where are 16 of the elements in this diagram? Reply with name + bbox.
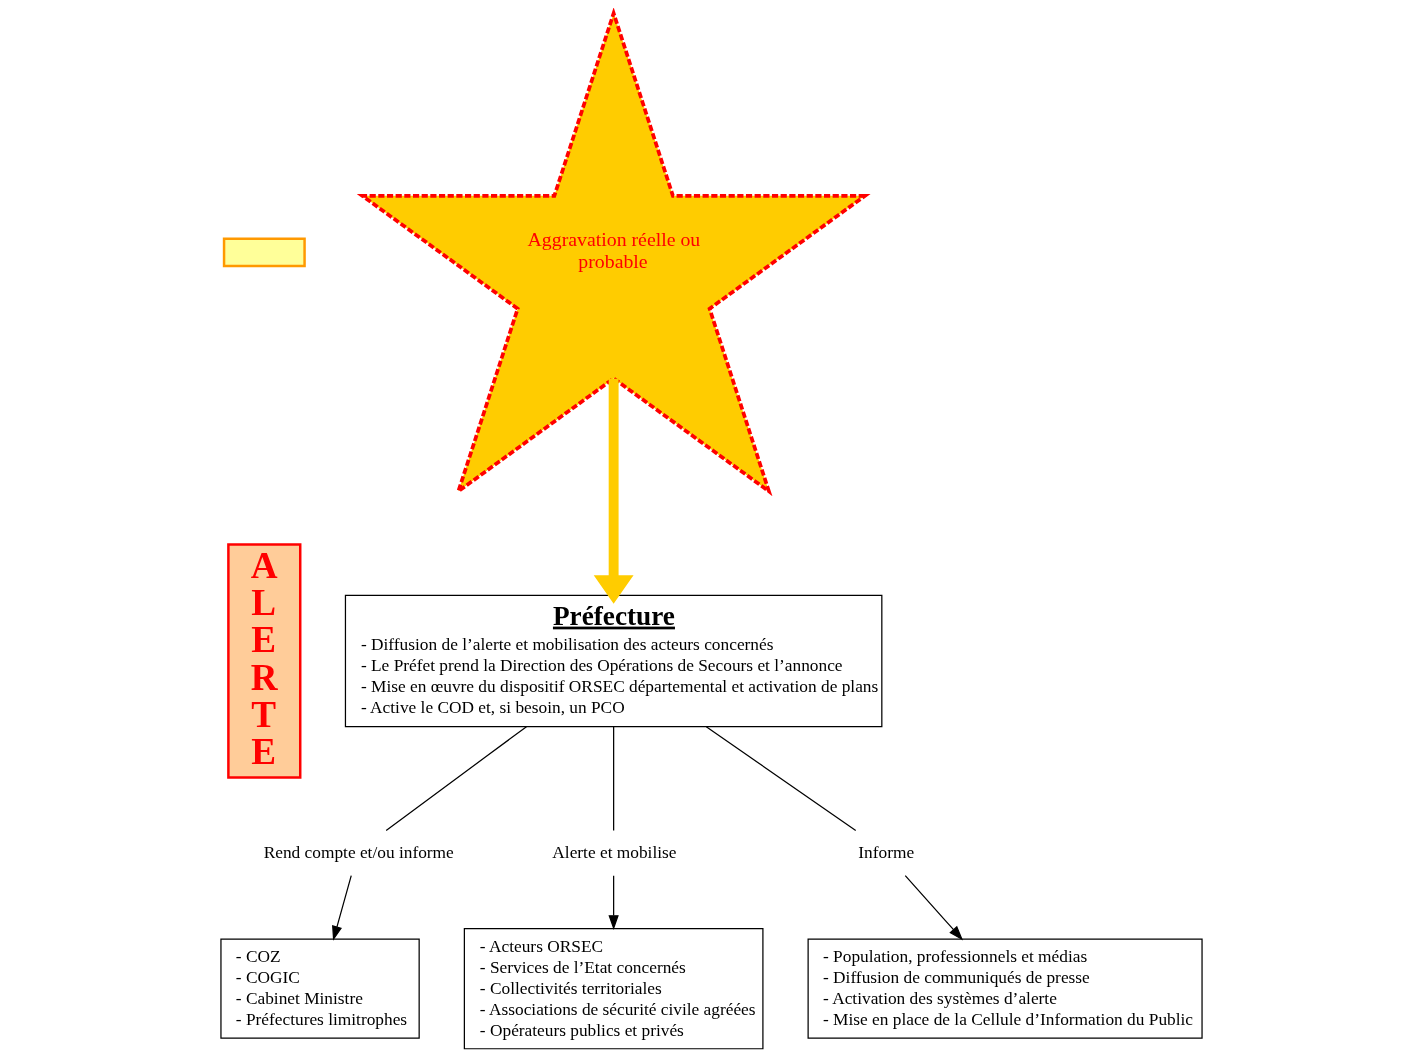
connector [705,726,857,832]
connector [613,726,615,832]
connector [385,726,528,831]
arrow [593,378,634,604]
node-box: - Population, professionnels et médias - Diffusion de communiqués de presse - Activation des systèmes d’alerte - Mise en place de la Cellule d’Information du Public [807,938,1203,1039]
node-box [222,237,306,268]
node-text: Alerte et mobilise [552,842,677,862]
node-text: Informe [858,842,915,862]
node-box: ALERTE [227,543,302,779]
node-box: - Acteurs ORSEC - Services de l’Etat concernés - Collectivités territoriales - Associations de sécurité civile agréées - Opérateurs publics et privés [463,928,764,1050]
node-box: Préfecture - Diffusion de l’alerte et mobilisation des acteurs concernés - Le Préfet prend la Direction des Opérations de Secours et l’annonce - Mise en œuvre du dispositif ORSEC départemental et activation de plans - Active le COD et, si besoin, un PCO [344,594,883,728]
node-text: Rend compte et/ou informe [263,842,454,862]
arrow [332,875,352,941]
arrow [904,875,964,941]
arrow [608,875,619,931]
node-box: - COZ - COGIC - Cabinet Ministre - Préfectures limitrophes [220,938,420,1039]
